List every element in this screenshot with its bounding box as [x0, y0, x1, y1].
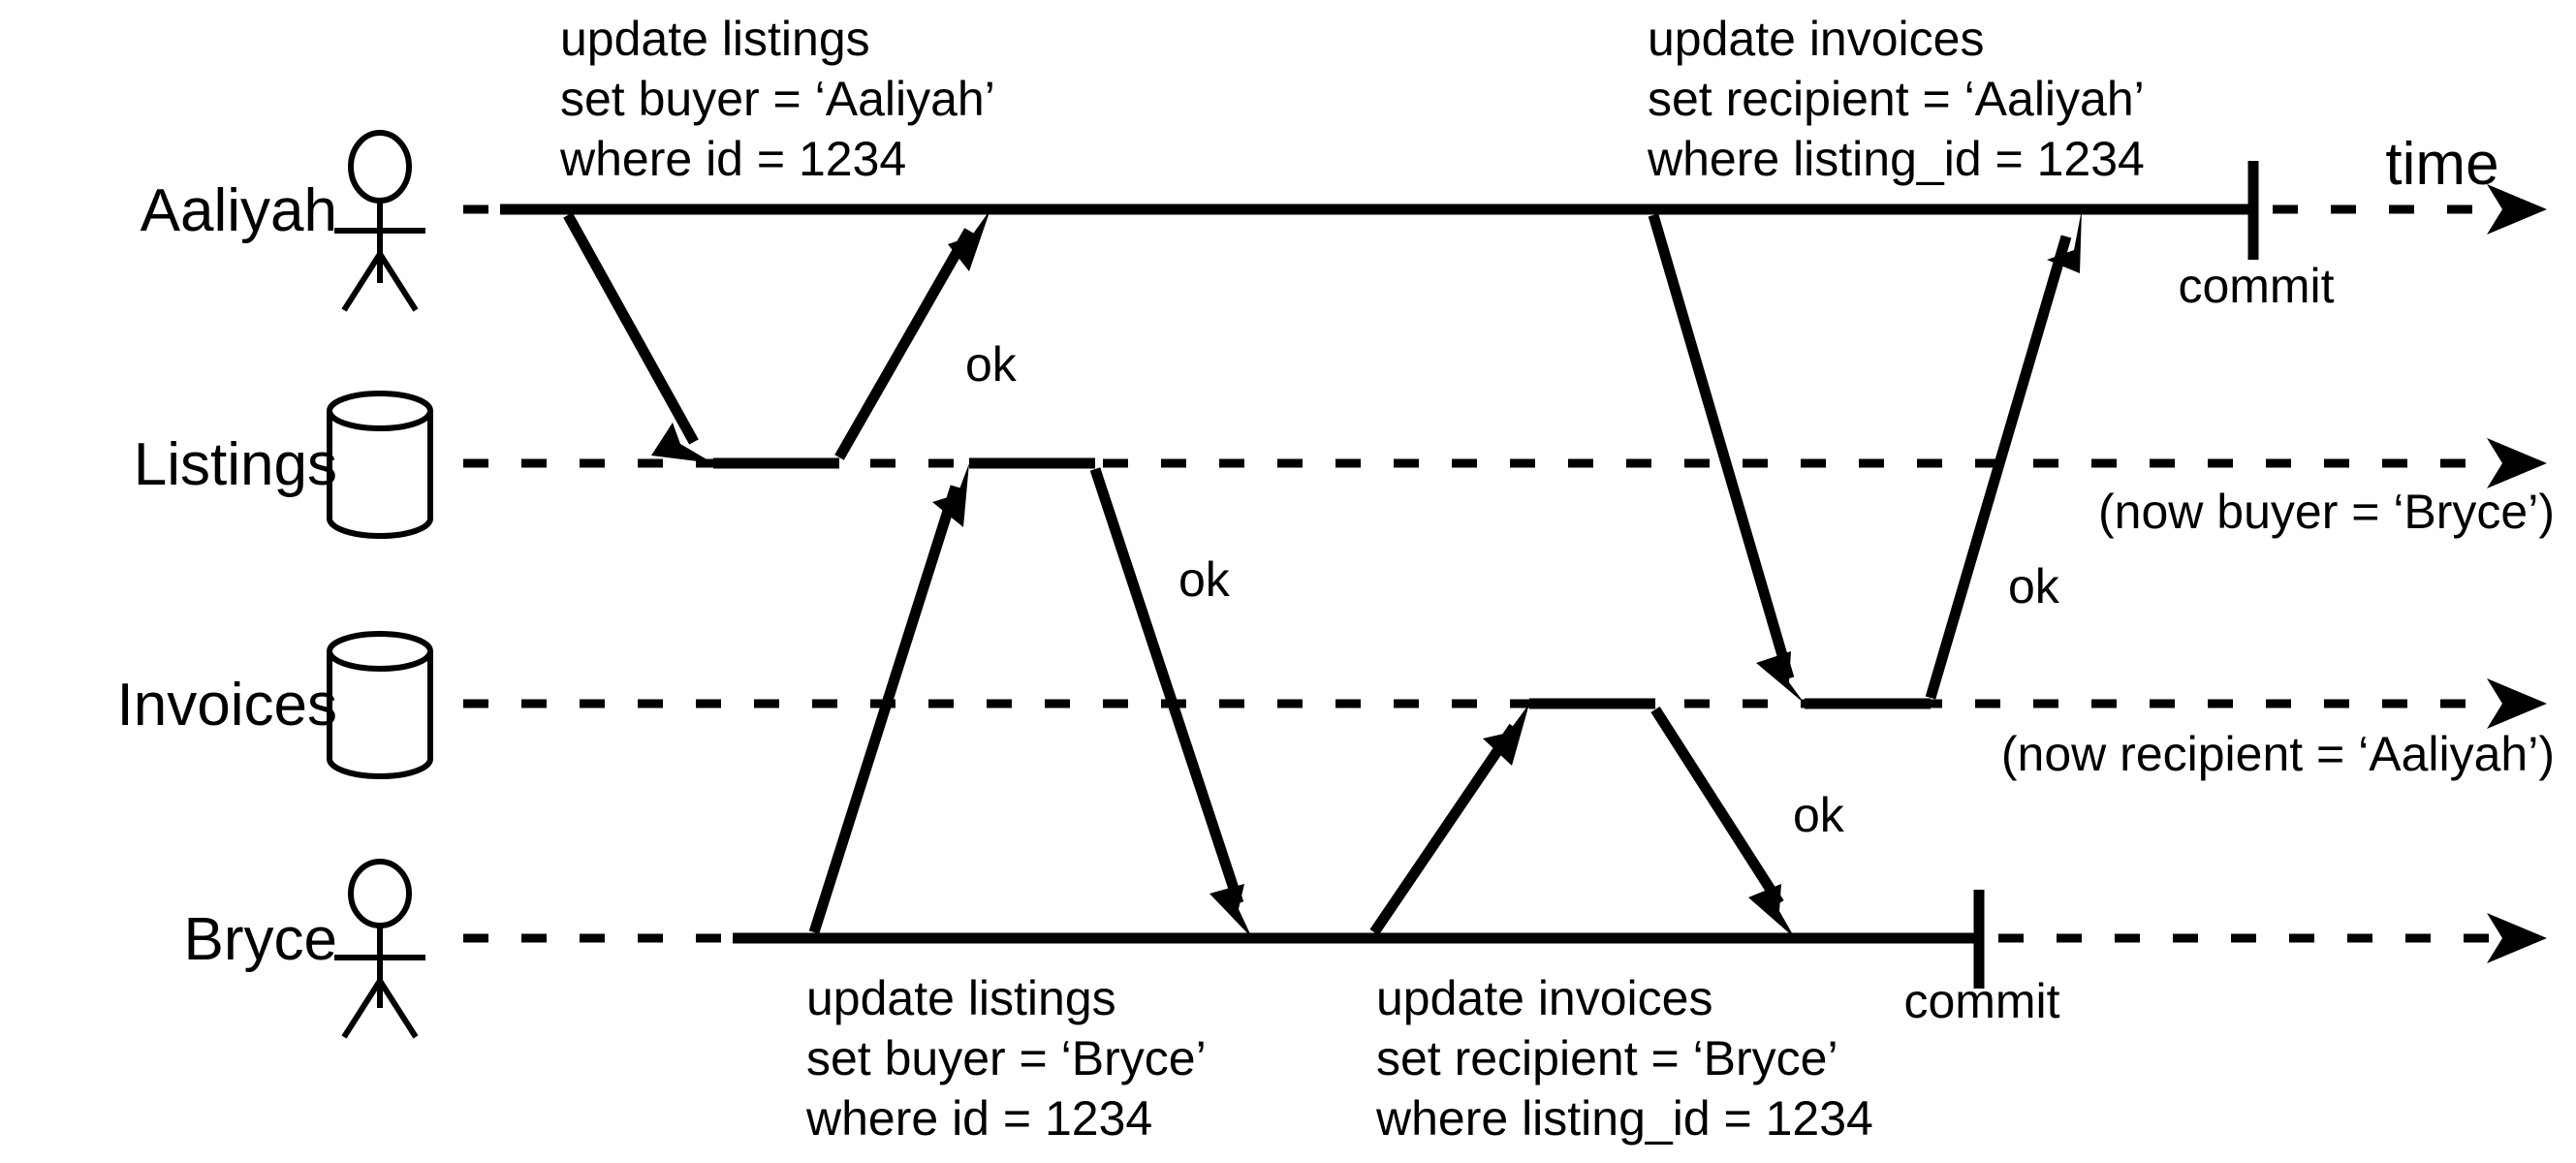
svg-text:set buyer = ‘Bryce’: set buyer = ‘Bryce’: [806, 1031, 1207, 1085]
message-arrow-aaliyah-update-listings: [563, 212, 713, 463]
reply-label-ok-listings-aaliyah: ok: [965, 337, 1018, 392]
reply-label-ok-listings-bryce: ok: [1178, 552, 1231, 607]
message-label-bryce-update-listings: update listings set buyer = ‘Bryce’ wher…: [805, 971, 1207, 1146]
database-cylinder-icon-listings: [327, 391, 433, 539]
commit-label-aaliyah: commit: [2178, 259, 2334, 313]
message-arrow-invoices-ok-bryce: [1650, 707, 1795, 938]
message-arrow-bryce-update-listings: [808, 463, 969, 934]
svg-text:set recipient = ‘Aaliyah’: set recipient = ‘Aaliyah’: [1648, 72, 2145, 126]
time-arrowhead-aaliyah: [2487, 184, 2547, 235]
svg-text:update invoices: update invoices: [1376, 971, 1712, 1025]
message-arrow-listings-ok-aaliyah: [834, 209, 990, 460]
message-arrow-aaliyah-update-invoices: [1648, 213, 1805, 704]
lifeline-invoices: [463, 678, 2547, 729]
svg-text:update listings: update listings: [806, 971, 1116, 1025]
message-label-aaliyah-update-invoices: update invoices set recipient = ‘Aaliyah…: [1647, 12, 2145, 186]
actor-stick-figure-icon-bryce: [334, 859, 425, 1039]
lifeline-bryce: [463, 890, 2547, 989]
svg-text:where listing_id = 1234: where listing_id = 1234: [1375, 1091, 1873, 1146]
database-cylinder-icon-invoices: [327, 631, 433, 779]
actor-stick-figure-icon-aaliyah: [334, 130, 425, 312]
time-arrowhead-invoices: [2487, 678, 2547, 729]
lifeline-label-bryce: Bryce: [184, 906, 337, 973]
svg-text:where id = 1234: where id = 1234: [559, 132, 906, 186]
message-arrow-listings-ok-bryce: [1089, 467, 1252, 938]
commit-label-bryce: commit: [1903, 974, 2059, 1028]
lifeline-aaliyah: [463, 161, 2547, 260]
time-axis-label: time: [2385, 131, 2498, 198]
svg-text:where id = 1234: where id = 1234: [805, 1091, 1152, 1146]
reply-label-ok-invoices-bryce: ok: [1793, 788, 1845, 842]
final-state-note-invoices: (now recipient = ‘Aaliyah’): [2001, 727, 2555, 781]
svg-text:set recipient = ‘Bryce’: set recipient = ‘Bryce’: [1376, 1031, 1838, 1085]
svg-text:set buyer = ‘Aaliyah’: set buyer = ‘Aaliyah’: [560, 72, 995, 126]
lifeline-listings: [463, 438, 2547, 488]
message-arrow-invoices-ok-aaliyah: [1925, 209, 2082, 700]
message-label-aaliyah-update-listings: update listings set buyer = ‘Aaliyah’ wh…: [559, 12, 995, 186]
svg-text:update listings: update listings: [560, 12, 870, 66]
final-state-note-listings: (now buyer = ‘Bryce’): [2098, 485, 2555, 539]
lifeline-label-aaliyah: Aaliyah: [141, 177, 337, 244]
lifeline-label-invoices: Invoices: [117, 672, 337, 739]
svg-text:where listing_id = 1234: where listing_id = 1234: [1647, 132, 2145, 186]
time-arrowhead-listings: [2487, 438, 2547, 488]
svg-text:update invoices: update invoices: [1648, 12, 1984, 66]
time-arrowhead-bryce: [2487, 913, 2547, 963]
reply-label-ok-invoices-aaliyah: ok: [2008, 559, 2060, 613]
message-label-bryce-update-invoices: update invoices set recipient = ‘Bryce’ …: [1375, 971, 1873, 1146]
lifeline-label-listings: Listings: [134, 431, 337, 498]
message-arrow-bryce-update-invoices: [1369, 704, 1529, 936]
